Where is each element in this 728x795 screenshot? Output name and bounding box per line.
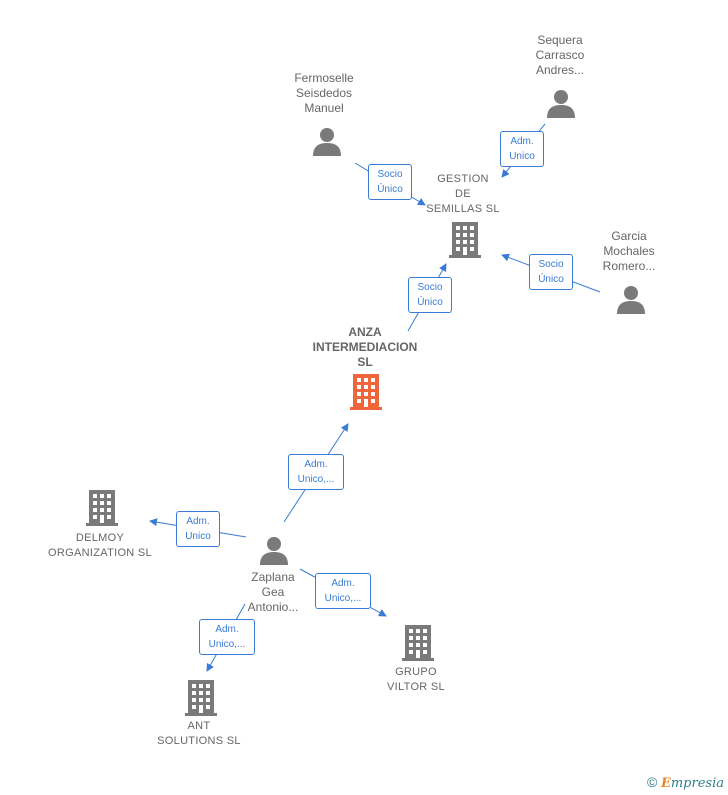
brand-logo-initial: E xyxy=(660,776,671,791)
garcia-person-icon[interactable] xyxy=(617,286,645,314)
grupo-building-icon[interactable] xyxy=(402,625,434,661)
anza-building-icon[interactable] xyxy=(350,374,382,410)
edge-label-fermoselle-gestion[interactable]: Socio Único xyxy=(368,164,412,200)
node-label-anza[interactable]: ANZA INTERMEDIACION SL xyxy=(312,325,418,369)
edge-label-zaplana-ant[interactable]: Adm. Unico,... xyxy=(199,619,255,655)
node-label-sequera[interactable]: Sequera Carrasco Andres... xyxy=(535,33,585,77)
brand-logo-rest: mpresia xyxy=(670,776,724,791)
sequera-person-icon[interactable] xyxy=(547,90,575,118)
edge-label-sequera-gestion[interactable]: Adm. Unico xyxy=(500,131,544,167)
node-label-delmoy[interactable]: DELMOY ORGANIZATION SL xyxy=(48,532,152,559)
gestion-building-icon[interactable] xyxy=(449,222,481,258)
zaplana-person-icon[interactable] xyxy=(260,537,288,565)
node-label-fermoselle[interactable]: Fermoselle Seisdedos Manuel xyxy=(294,71,354,115)
edge-label-garcia-gestion[interactable]: Socio Único xyxy=(529,254,573,290)
edge-label-anza-gestion[interactable]: Socio Único xyxy=(408,277,452,313)
delmoy-building-icon[interactable] xyxy=(86,490,118,526)
node-label-zaplana[interactable]: Zaplana Gea Antonio... xyxy=(247,570,299,614)
edge-label-zaplana-grupo[interactable]: Adm. Unico,... xyxy=(315,573,371,609)
edge-label-zaplana-anza[interactable]: Adm. Unico,... xyxy=(288,454,344,490)
copyright-symbol: © xyxy=(646,774,658,790)
node-label-grupo[interactable]: GRUPO VILTOR SL xyxy=(387,666,445,693)
brand-logo: Empresia xyxy=(661,776,724,791)
node-label-garcia[interactable]: Garcia Mochales Romero... xyxy=(602,229,656,273)
edge-label-zaplana-delmoy[interactable]: Adm. Unico xyxy=(176,511,220,547)
fermoselle-person-icon[interactable] xyxy=(313,128,341,156)
ant-building-icon[interactable] xyxy=(185,680,217,716)
brand-footer: © Empresia xyxy=(647,774,724,791)
node-label-gestion[interactable]: GESTION DE SEMILLAS SL xyxy=(426,173,500,215)
node-label-ant[interactable]: ANT SOLUTIONS SL xyxy=(157,720,241,747)
